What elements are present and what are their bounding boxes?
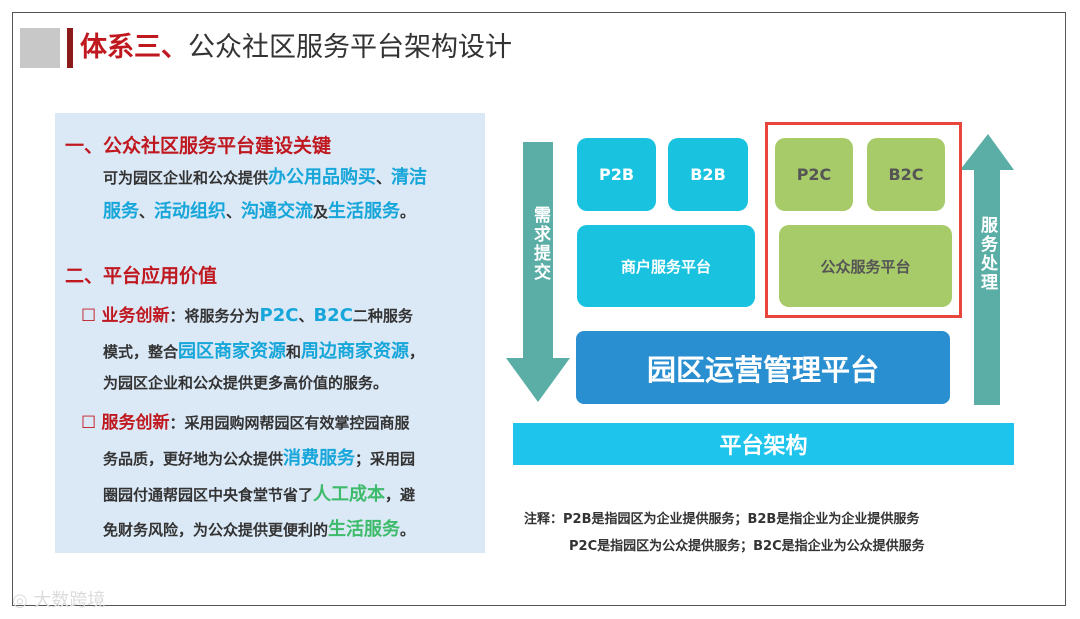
b2c-box: B2C [867, 138, 945, 211]
text: 。 [400, 203, 416, 221]
title-decoration-bar [67, 28, 73, 68]
highlight: 活动组织 [154, 201, 227, 222]
b2b-box: B2B [668, 138, 748, 211]
section2-heading: 二、平台应用价值 [65, 265, 218, 287]
bullet-icon: ☐ [81, 306, 97, 326]
right-arrow-label: 服务处理 [977, 216, 997, 292]
text: 模式，整合 [103, 343, 179, 361]
section1-heading: 一、公众社区服务平台建设关键 [65, 135, 332, 157]
highlight: 生活服务 [328, 201, 401, 222]
public-platform-box: 公众服务平台 [779, 225, 952, 307]
text: 、 [226, 203, 242, 221]
p2c-box: P2C [775, 138, 853, 211]
item2-label: 服务创新 [101, 413, 170, 433]
text: 务品质，更好地为公众提供 [103, 450, 284, 468]
item2-line3: 圈园付通帮园区中央食堂节省了人工成本，避 [103, 480, 415, 506]
left-arrow-label: 需求提交 [530, 206, 550, 282]
text: 和 [286, 343, 302, 361]
highlight: 生活服务 [328, 519, 401, 540]
down-arrow-icon [506, 142, 570, 402]
p2b-box: P2B [577, 138, 656, 211]
title-main: 公众社区服务平台架构设计 [188, 32, 512, 63]
merchant-platform-box: 商户服务平台 [577, 225, 755, 307]
highlight: 办公用品购买 [268, 167, 377, 188]
highlight: 服务 [103, 201, 139, 222]
text: ：将服务分为 [169, 307, 260, 325]
section1-line2: 服务、活动组织、沟通交流及生活服务。 [103, 197, 415, 223]
item1-line2: 模式，整合园区商家资源和周边商家资源， [103, 337, 424, 363]
platform-architecture-bar: 平台架构 [513, 423, 1014, 465]
left-text-panel: 一、公众社区服务平台建设关键 可为园区企业和公众提供办公用品购买、清洁 服务、活… [55, 113, 485, 553]
watermark-logo-icon: ◎ [12, 590, 34, 611]
note-line2: P2C是指园区为公众提供服务；B2C是指企业为公众提供服务 [569, 539, 925, 554]
highlight: 周边商家资源 [301, 341, 410, 362]
up-arrow-icon [960, 134, 1014, 405]
item2-line1: ☐ 服务创新：采用园购网帮园区有效掌控园商服 [81, 408, 410, 433]
item1-label: 业务创新 [101, 306, 170, 326]
text: 二种服务 [352, 307, 413, 325]
park-platform-box: 园区运营管理平台 [576, 331, 950, 404]
text: ， [409, 343, 425, 361]
note-line1: 注释：P2B是指园区为企业提供服务；B2B是指企业为企业提供服务 [524, 512, 920, 527]
highlight: 清洁 [391, 167, 428, 188]
title-prefix: 体系三、 [80, 32, 188, 63]
section1-line1: 可为园区企业和公众提供办公用品购买、清洁 [103, 163, 427, 189]
item2-line2: 务品质，更好地为公众提供消费服务；采用园 [103, 444, 415, 470]
highlight: 园区商家资源 [178, 341, 287, 362]
text: ：采用园购网帮园区有效掌控园商服 [169, 414, 410, 432]
highlight: 人工成本 [313, 484, 386, 505]
text: 。 [400, 521, 416, 539]
highlight: 消费服务 [283, 448, 356, 469]
page-title: 体系三、公众社区服务平台架构设计 [80, 30, 512, 66]
public-highlight-frame [765, 122, 962, 318]
highlight: P2C [259, 305, 299, 326]
item2-line4: 免财务风险，为公众提供更便利的生活服务。 [103, 515, 415, 541]
slide-frame [12, 12, 1066, 606]
text: ；采用园 [355, 450, 416, 468]
highlight: B2C [313, 305, 353, 326]
text: 免财务风险，为公众提供更便利的 [103, 521, 329, 539]
text: 、 [376, 169, 392, 187]
item1-line3: 为园区企业和公众提供更多高价值的服务。 [103, 374, 389, 392]
title-decoration-block [20, 28, 60, 68]
item1-line1: ☐ 业务创新：将服务分为P2C、B2C二种服务 [81, 301, 413, 326]
text: 及 [313, 203, 329, 221]
watermark-text: 大数跨境 [33, 590, 106, 611]
bullet-icon: ☐ [81, 413, 97, 433]
highlight: 沟通交流 [241, 201, 314, 222]
text: 、 [298, 307, 314, 325]
watermark: ◎ 大数跨境 [12, 586, 105, 612]
text: 、 [139, 203, 155, 221]
text: 可为园区企业和公众提供 [103, 169, 269, 187]
text: ，避 [385, 486, 416, 504]
text: 圈园付通帮园区中央食堂节省了 [103, 486, 314, 504]
